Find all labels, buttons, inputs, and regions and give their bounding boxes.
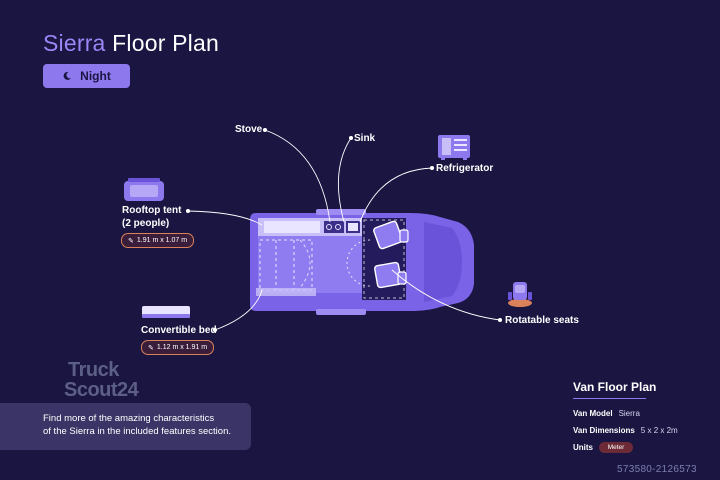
van-body (250, 209, 474, 315)
spec-van-dimensions-label: Van Dimensions (573, 426, 635, 435)
rotatable-seats-label: Rotatable seats (505, 315, 579, 326)
info-line-1: Find more of the amazing characteristics (43, 413, 215, 424)
stove-label: Stove (235, 124, 263, 135)
rooftop-tent-dimensions-badge: ✎ 1.91 m x 1.07 m (121, 233, 195, 248)
rotatable-seats-connector (391, 269, 501, 321)
rotatable-seat-front (373, 220, 409, 250)
title-rest: Floor Plan (105, 30, 219, 56)
spec-van-model-value: Sierra (618, 409, 640, 418)
spec-van-model: Van Model Sierra (573, 409, 640, 418)
seat-icon (508, 282, 532, 307)
spec-van-model-label: Van Model (573, 409, 613, 418)
convertible-bed-dimensions-badge: ✎ 1.12 m x 1.91 m (141, 340, 215, 355)
moon-icon (62, 71, 72, 81)
convertible-bed-label: Convertible bed (141, 325, 217, 336)
rooftop-tent-dimensions: 1.91 m x 1.07 m (136, 237, 188, 244)
sink-connector (337, 137, 352, 223)
rooftop-tent-label: Rooftop tent (122, 205, 182, 216)
convertible-bed-connector (214, 289, 263, 331)
night-mode-button[interactable]: Night (43, 64, 130, 88)
ruler-icon: ✎ (148, 344, 154, 352)
specs-title: Van Floor Plan (573, 380, 657, 394)
brand-logo-line2: Scout24 (64, 379, 139, 401)
bed-icon (142, 306, 190, 318)
rooftop-tent-sublabel: (2 people) (122, 218, 170, 229)
watermark: 573580-2126573 (617, 464, 697, 475)
specs-divider (573, 398, 646, 399)
refrigerator-label: Refrigerator (436, 163, 494, 174)
refrigerator-icon (438, 135, 470, 160)
rooftop-tent-icon (124, 178, 164, 201)
rooftop-tent-connector (187, 210, 263, 226)
convertible-bed-dimensions: 1.12 m x 1.91 m (156, 344, 208, 351)
night-mode-label: Night (80, 69, 111, 83)
info-box: Find more of the amazing characteristics… (0, 403, 251, 450)
ruler-icon: ✎ (128, 237, 134, 245)
page-title: Sierra Floor Plan (43, 30, 219, 57)
units-label-text: Units (573, 443, 593, 452)
info-line-2: of the Sierra in the included features s… (43, 426, 232, 437)
refrigerator-connector (359, 167, 433, 223)
rotatable-seat-rear (374, 261, 407, 289)
units-meter-button[interactable]: Meter (599, 442, 633, 453)
title-accent: Sierra (43, 30, 106, 56)
sink-label: Sink (354, 133, 376, 144)
spec-units-label: Units (573, 443, 593, 452)
stove-connector (264, 129, 331, 223)
brand-logo-line1: Truck (68, 359, 119, 381)
spec-van-dimensions-value: 5 x 2 x 2m (640, 426, 678, 435)
spec-van-dimensions: Van Dimensions 5 x 2 x 2m (573, 426, 678, 435)
